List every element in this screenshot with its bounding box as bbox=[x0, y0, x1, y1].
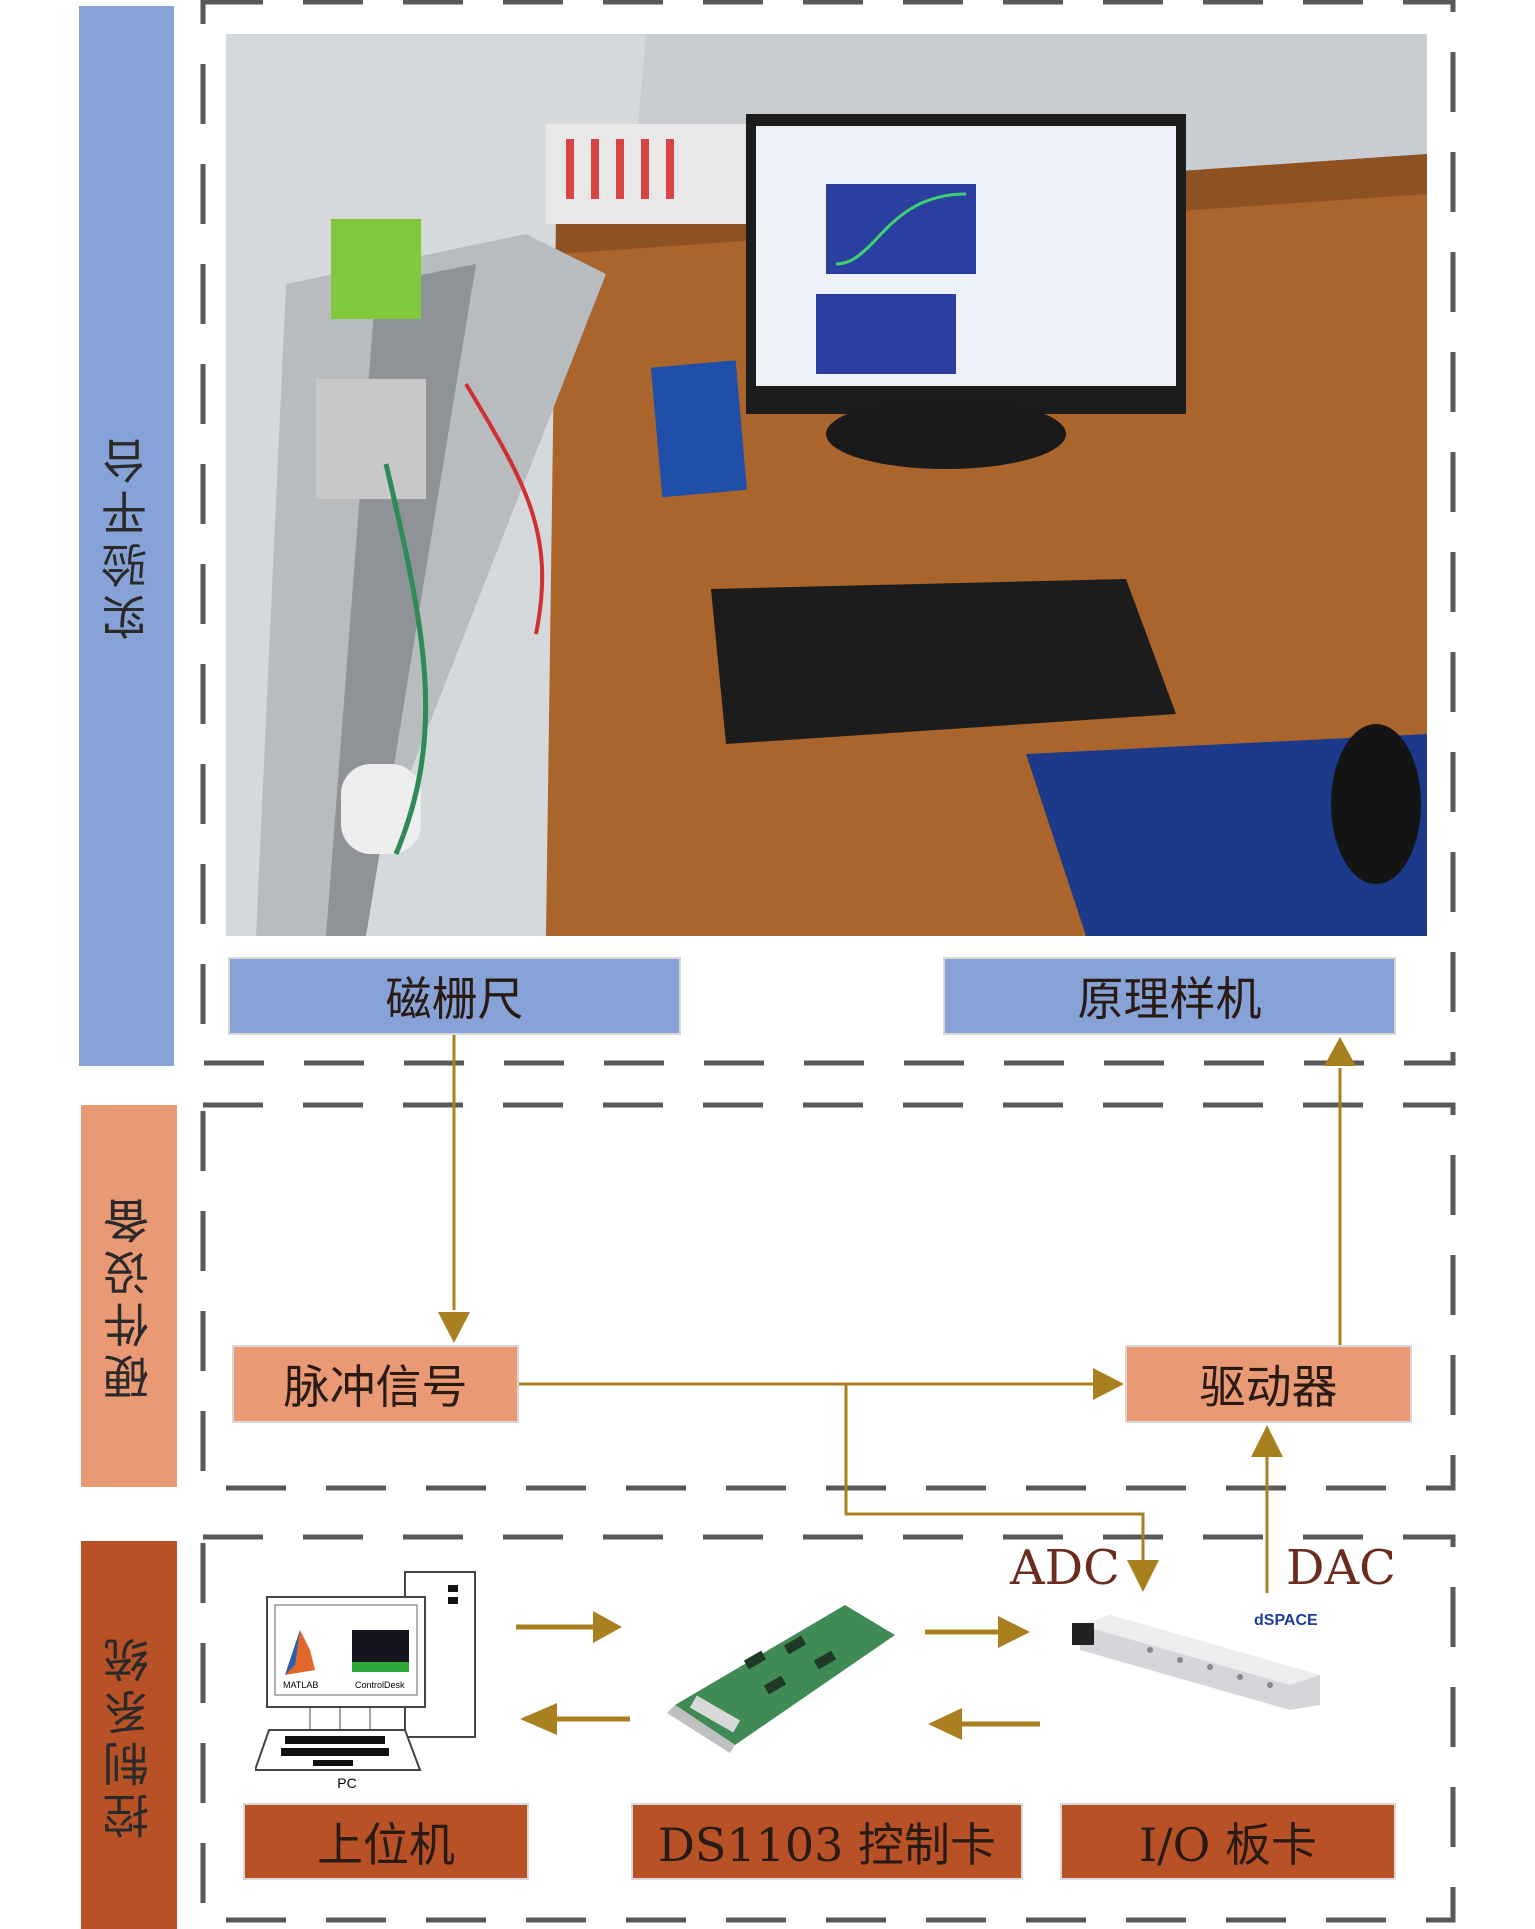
arrow-pulse-to-adc bbox=[844, 1384, 1145, 1560]
adc-label: ADC bbox=[1010, 1540, 1120, 1596]
prototype-label: 原理样机 bbox=[1077, 972, 1262, 1026]
dspace-logo: dSPACE bbox=[1254, 1612, 1318, 1629]
io-board-label: I/O 板卡 bbox=[1138, 1817, 1317, 1872]
host-pc-label: 上位机 bbox=[317, 1817, 455, 1872]
pc-illustration: MATLAB ControlDesk PC bbox=[255, 1571, 476, 1790]
control-frame bbox=[200, 1534, 1456, 1923]
pulse-signal-label: 脉冲信号 bbox=[283, 1360, 468, 1414]
arrow-card-to-io bbox=[998, 1616, 1030, 1648]
hardware-frame bbox=[200, 1102, 1456, 1491]
node-control-card: DS1103 控制卡 bbox=[631, 1803, 1023, 1880]
ds1103-card-image bbox=[667, 1605, 895, 1753]
arrow-io-to-card bbox=[928, 1708, 962, 1740]
io-board-image bbox=[1072, 1615, 1320, 1710]
node-driver: 驱动器 bbox=[1125, 1345, 1412, 1423]
node-pulse-signal: 脉冲信号 bbox=[232, 1345, 519, 1423]
arrow-pc-to-card bbox=[593, 1611, 622, 1643]
node-host-pc: 上位机 bbox=[243, 1803, 529, 1880]
node-io-board: I/O 板卡 bbox=[1060, 1803, 1396, 1880]
controldesk-text: ControlDesk bbox=[355, 1680, 405, 1690]
matlab-text: MATLAB bbox=[283, 1680, 318, 1690]
pc-caption: PC bbox=[337, 1775, 356, 1790]
mouse bbox=[1331, 724, 1421, 884]
magnetic-scale-label: 磁栅尺 bbox=[385, 972, 524, 1026]
keyboard bbox=[711, 579, 1176, 744]
driver-label: 驱动器 bbox=[1199, 1360, 1338, 1414]
section-label-hardware: 硬件设备 bbox=[81, 1105, 177, 1487]
experimental-platform-photo bbox=[226, 34, 1427, 936]
platform-frame bbox=[200, 0, 1456, 1066]
control-card-label: DS1103 控制卡 bbox=[657, 1817, 997, 1872]
dac-label: DAC bbox=[1286, 1540, 1396, 1596]
section-label-platform: 实验平台 bbox=[79, 6, 174, 1066]
blue-interface-box bbox=[650, 360, 747, 498]
node-magnetic-scale: 磁栅尺 bbox=[228, 957, 681, 1035]
arrow-card-to-pc bbox=[520, 1703, 557, 1735]
section-label-control: 控制系统 bbox=[81, 1541, 177, 1929]
node-prototype: 原理样机 bbox=[943, 957, 1396, 1035]
green-motor-mount bbox=[331, 219, 421, 319]
